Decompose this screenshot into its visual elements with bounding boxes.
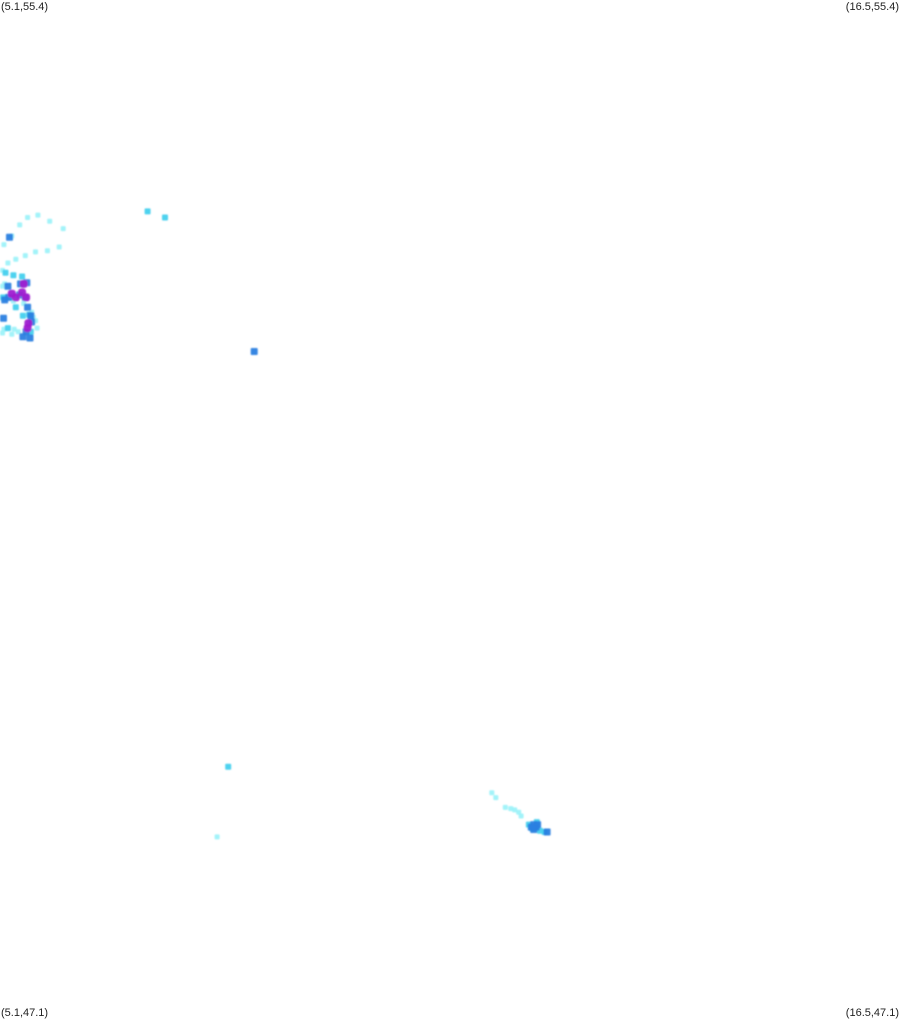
data-point-low — [44, 248, 50, 254]
data-point-peak — [22, 293, 31, 302]
data-point-low — [1, 242, 7, 248]
data-point-high — [27, 312, 35, 320]
data-point-low — [34, 325, 40, 331]
data-point-high — [543, 828, 551, 836]
data-point-low — [518, 813, 524, 819]
data-point-high — [530, 826, 538, 833]
data-point-low — [512, 807, 518, 813]
corner-label-top-right: (16.5,55.4) — [845, 1, 899, 13]
data-point-mid — [19, 312, 26, 319]
data-point-low — [56, 244, 62, 250]
data-point-high — [24, 303, 32, 311]
data-point-low — [489, 790, 495, 796]
data-point-high — [1, 296, 9, 304]
data-point-low — [508, 806, 514, 812]
data-point-low — [17, 222, 23, 228]
data-point-low — [11, 326, 17, 332]
corner-label-bottom-right: (16.5,47.1) — [845, 1007, 899, 1019]
data-point-low — [502, 804, 508, 810]
data-point-peak — [19, 279, 28, 288]
data-point-low — [9, 331, 15, 337]
data-point-low — [22, 253, 28, 259]
data-point-low — [60, 226, 66, 232]
corner-label-bottom-left: (5.1,47.1) — [1, 1007, 49, 1019]
data-point-low — [0, 330, 5, 336]
data-point-mid — [4, 325, 11, 332]
data-point-mid — [144, 208, 151, 215]
data-point-low — [25, 215, 31, 220]
data-point-mid — [162, 214, 168, 221]
data-point-mid — [19, 273, 26, 280]
data-point-high — [0, 314, 7, 322]
data-point-low — [15, 329, 21, 335]
data-point-peak — [23, 324, 32, 333]
data-point-mid — [225, 763, 232, 770]
data-point-low — [0, 283, 5, 289]
data-point-mid — [10, 272, 17, 279]
data-point-high — [250, 348, 258, 355]
data-point-mid — [12, 304, 19, 311]
corner-label-top-left: (5.1,55.4) — [1, 1, 49, 13]
data-point-high — [6, 233, 13, 241]
data-point-low — [214, 834, 220, 840]
data-point-mid — [2, 269, 9, 276]
data-point-high — [4, 282, 12, 290]
data-point-low — [47, 218, 53, 224]
data-point-low — [13, 256, 19, 262]
data-point-low — [5, 260, 11, 266]
data-point-high — [26, 334, 34, 342]
data-point-low — [493, 795, 499, 801]
data-point-low — [35, 212, 41, 218]
data-point-low — [33, 249, 38, 255]
data-point-peak — [11, 293, 20, 302]
